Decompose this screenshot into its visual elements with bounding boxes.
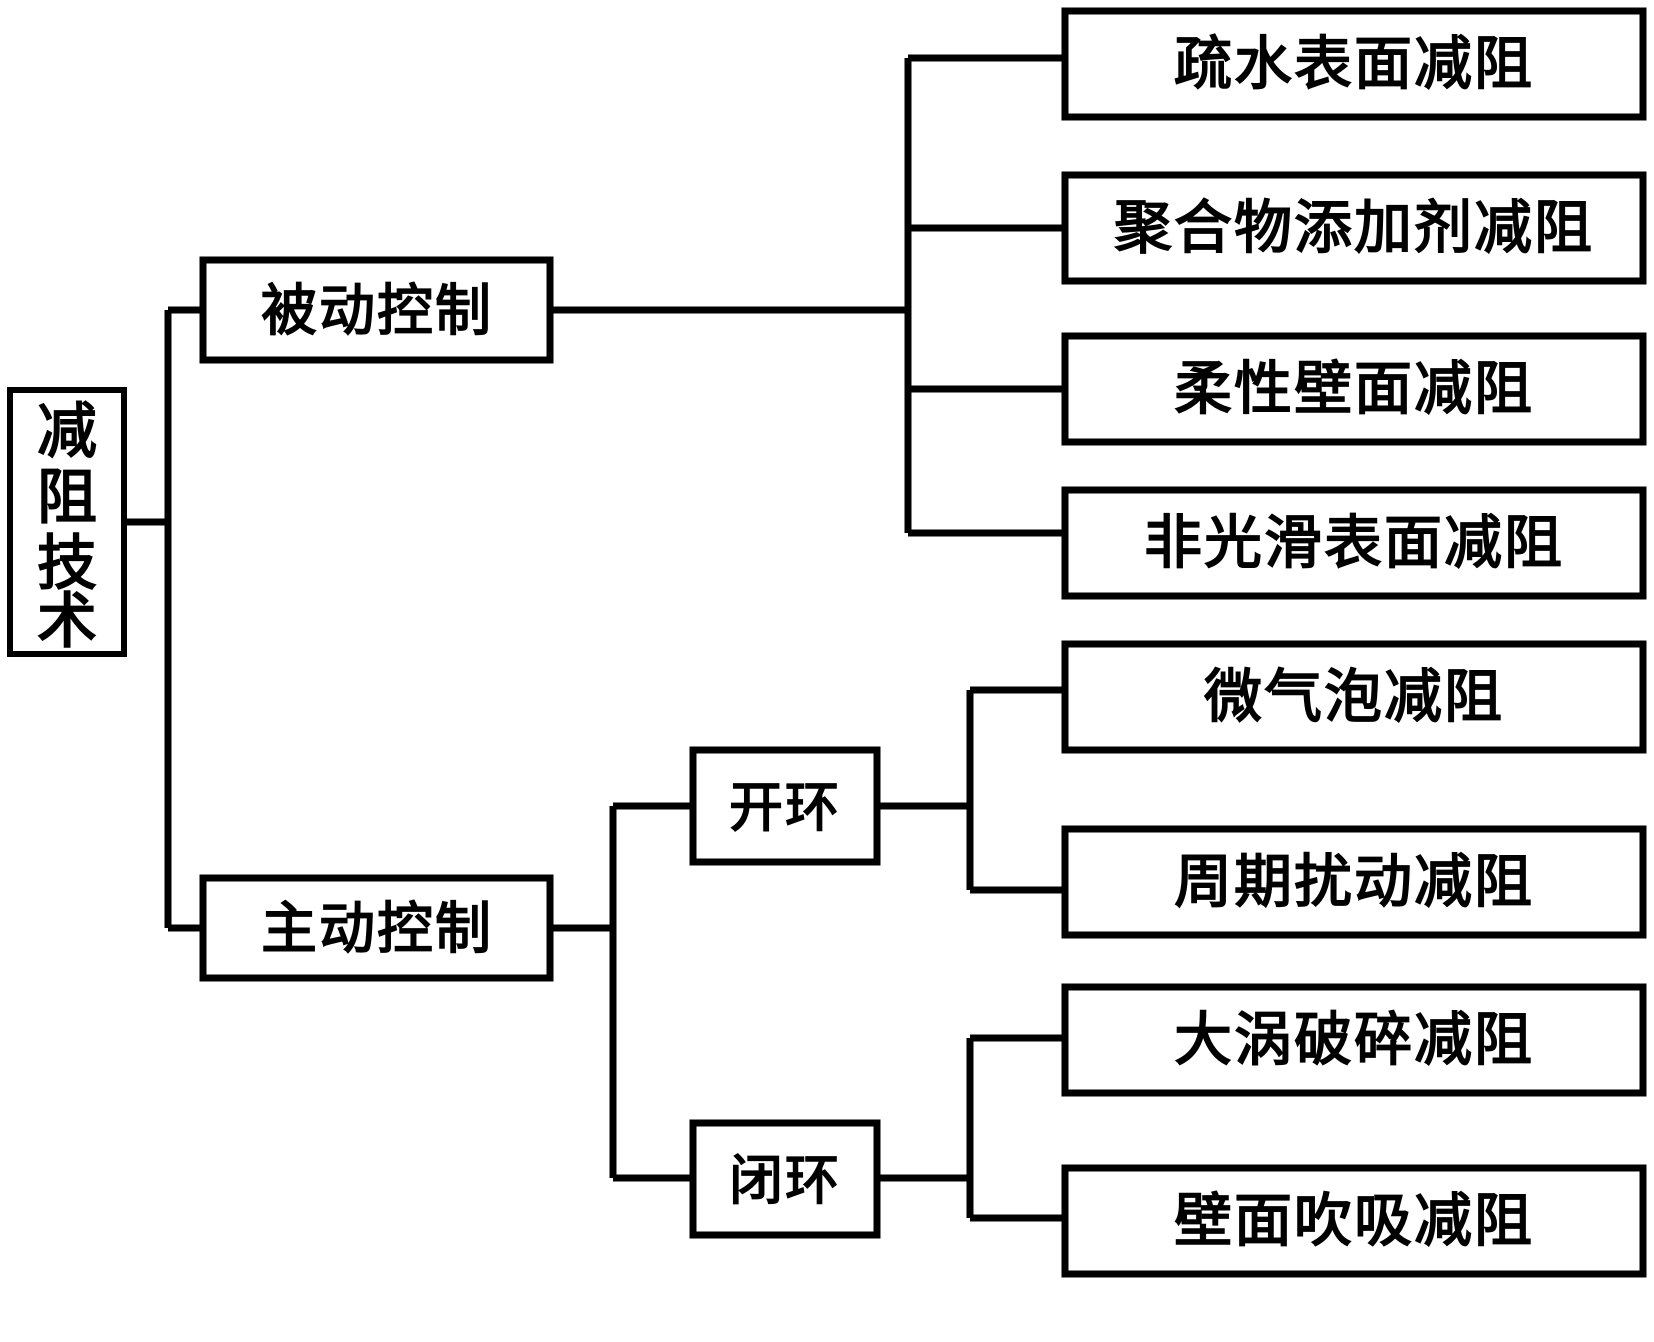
node-leaf-periodic-perturbation[interactable]: 周期扰动减阻 [1061, 825, 1647, 939]
leaf-4-box[interactable] [1061, 486, 1647, 600]
node-leaf-hydrophobic-surface[interactable]: 疏水表面减阻 [1061, 7, 1647, 121]
root-label-char-3: 术 [37, 589, 97, 655]
node-leaf-polymer-additive[interactable]: 聚合物添加剂减阻 [1061, 171, 1647, 285]
closed-loop-label: 闭环 [729, 1151, 841, 1211]
leaf-3-box[interactable] [1061, 332, 1647, 446]
node-open-loop[interactable]: 开环 [689, 746, 881, 866]
leaf-2-box[interactable] [1061, 171, 1647, 285]
active-control-label: 主动控制 [261, 899, 493, 961]
node-root[interactable]: 减 阻 技 术 [7, 387, 127, 657]
leaf-5-label: 微气泡减阻 [1203, 665, 1504, 730]
node-closed-loop[interactable]: 闭环 [689, 1119, 881, 1239]
leaf-3-label: 柔性壁面减阻 [1174, 357, 1534, 422]
leaf-8-label: 壁面吹吸减阻 [1174, 1189, 1534, 1254]
open-loop-label: 开环 [729, 778, 841, 838]
passive-control-label: 被动控制 [261, 281, 493, 343]
active-control-box[interactable] [199, 874, 554, 982]
passive-control-box[interactable] [199, 256, 554, 364]
leaf-1-box[interactable] [1061, 7, 1647, 121]
node-leaf-large-eddy-breakup[interactable]: 大涡破碎减阻 [1061, 983, 1647, 1097]
node-active-control[interactable]: 主动控制 [199, 874, 554, 982]
leaf-5-box[interactable] [1061, 640, 1647, 754]
node-leaf-microbubble[interactable]: 微气泡减阻 [1061, 640, 1647, 754]
leaf-4-label: 非光滑表面减阻 [1144, 511, 1564, 576]
root-box[interactable] [7, 387, 127, 657]
connector-group [126, 54, 1062, 1222]
node-leaf-riblet-surface[interactable]: 非光滑表面减阻 [1061, 486, 1647, 600]
leaf-6-label: 周期扰动减阻 [1174, 850, 1534, 915]
leaf-7-box[interactable] [1061, 983, 1647, 1097]
leaf-1-label: 疏水表面减阻 [1174, 32, 1534, 97]
node-leaf-wall-blowing-suction[interactable]: 壁面吹吸减阻 [1061, 1164, 1647, 1278]
open-loop-box[interactable] [689, 746, 881, 866]
root-label-char-0: 减 [37, 399, 97, 465]
root-label-char-2: 技 [37, 531, 97, 597]
node-passive-control[interactable]: 被动控制 [199, 256, 554, 364]
leaf-8-box[interactable] [1061, 1164, 1647, 1278]
leaf-7-label: 大涡破碎减阻 [1174, 1008, 1534, 1073]
root-label-char-1: 阻 [37, 465, 97, 531]
node-leaf-compliant-wall[interactable]: 柔性壁面减阻 [1061, 332, 1647, 446]
leaf-6-box[interactable] [1061, 825, 1647, 939]
closed-loop-box[interactable] [689, 1119, 881, 1239]
leaf-2-label: 聚合物添加剂减阻 [1113, 196, 1594, 261]
